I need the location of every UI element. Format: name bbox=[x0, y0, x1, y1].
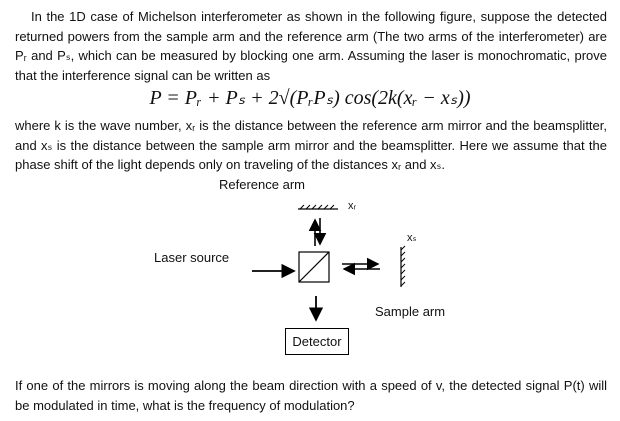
beamsplitter bbox=[298, 251, 330, 283]
question-paragraph: If one of the mirrors is moving along th… bbox=[15, 378, 607, 413]
definitions-paragraph: where k is the wave number, xᵣ is the di… bbox=[15, 118, 607, 172]
interference-equation: P = Pᵣ + Pₛ + 2√(PᵣPₛ) cos(2k(xᵣ − xₛ)) bbox=[149, 87, 471, 109]
laser-source-label: Laser source bbox=[154, 250, 230, 265]
reference-arm-beam bbox=[308, 218, 327, 246]
sample-mirror bbox=[400, 245, 406, 287]
xs-label: xₛ bbox=[407, 232, 417, 244]
xr-label: xᵣ bbox=[348, 200, 357, 212]
reference-mirror bbox=[298, 204, 338, 210]
sample-arm-beam bbox=[342, 257, 380, 276]
detector-box: Detector bbox=[285, 328, 349, 355]
reference-arm-label: Reference arm bbox=[219, 177, 305, 192]
intro-paragraph: In the 1D case of Michelson interferomet… bbox=[15, 9, 607, 83]
sample-arm-label: Sample arm bbox=[375, 304, 446, 319]
